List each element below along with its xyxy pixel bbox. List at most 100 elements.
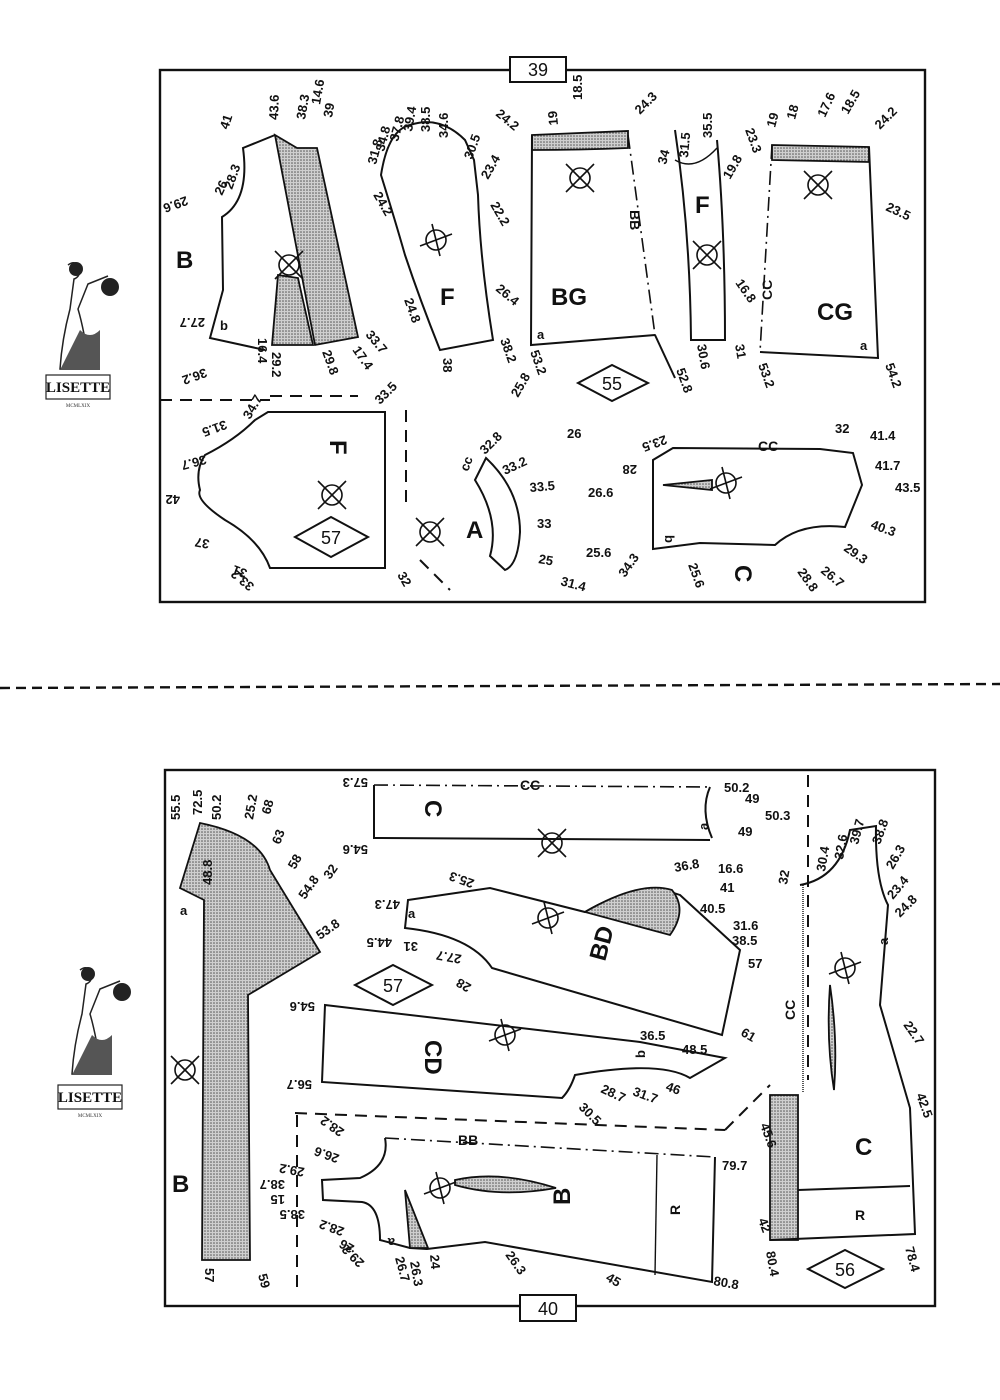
measurement-label: 43.6	[266, 94, 282, 120]
measurement-label: 54.2	[882, 361, 905, 390]
measurement-label: 53.2	[527, 348, 550, 377]
measurement-label: 16.8	[733, 276, 760, 305]
grain-line-label: CC	[520, 777, 540, 793]
measurement-label: 32	[775, 869, 792, 886]
measurement-label: 58	[285, 851, 305, 871]
measurement-label: 17.6	[814, 90, 838, 119]
pattern-line	[271, 273, 315, 346]
measurement-label: 34	[654, 147, 672, 166]
measurement-label: 59	[255, 1272, 273, 1290]
grain-line-label: CC	[782, 1000, 798, 1020]
piece-B-top: B b 41 43.6 38.3 14.6 39 28.3 26 29.6 27…	[161, 78, 390, 388]
size-badge-56: 56	[805, 1248, 886, 1290]
measurement-label: 14.6	[308, 78, 327, 106]
measurement-label: 49	[745, 791, 759, 806]
measurement-label: 46	[664, 1079, 683, 1098]
measurement-label: 25.6	[586, 545, 611, 560]
measurement-label: 41	[217, 113, 236, 131]
grain-crosshair-icon	[423, 1171, 457, 1205]
page-number-top: 39	[528, 60, 548, 80]
pattern-line	[759, 146, 880, 360]
measurement-label: 33.2	[500, 453, 529, 477]
piece-F-bottom: F 34.7 31.5 36.7 42 37 31 33.2 33.5 32	[166, 379, 415, 595]
pattern-line	[662, 479, 713, 491]
measurement-label: 22.7	[901, 1018, 928, 1047]
pattern-line	[273, 133, 360, 347]
measurement-label: 26.7	[392, 1255, 413, 1283]
pattern-line	[373, 785, 711, 841]
measurement-label: 31.4	[559, 573, 588, 594]
measurement-label: 30.6	[694, 343, 713, 371]
measurement-label: 26.4	[493, 281, 523, 309]
measurement-label: a	[387, 1235, 395, 1250]
measurement-label: 32	[320, 861, 341, 881]
grain-crosshair-icon	[565, 163, 595, 193]
grain-crosshair-icon	[170, 1055, 200, 1085]
measurement-label: 38.3	[293, 93, 312, 121]
pattern-line	[320, 1003, 728, 1100]
pattern-line	[654, 1154, 658, 1276]
grain-line-label: R	[855, 1207, 865, 1223]
grain-line-label: CC	[758, 438, 778, 454]
measurement-label: 38	[440, 358, 455, 372]
pattern-line	[575, 363, 651, 403]
measurement-label: 24.3	[632, 89, 661, 118]
pattern-line	[384, 1137, 716, 1158]
piece-BG: BG BB a 24.2 19 18.5 24.3 22.2 53.2 25.8…	[487, 75, 696, 400]
measurement-label: 39.7	[846, 817, 867, 845]
grain-crosshair-icon	[488, 1018, 522, 1052]
piece-label-CD: CD	[419, 1040, 446, 1075]
measurement-label: 31.5	[200, 417, 229, 440]
piece-label-BD: BD	[585, 923, 620, 963]
measurement-label: 16.6	[718, 861, 743, 876]
measurement-label: 38.8	[869, 817, 892, 846]
measurement-label: 26	[336, 1236, 356, 1256]
measurement-label: 24.2	[872, 104, 901, 133]
measurement-label: 50.2	[209, 795, 224, 820]
measurement-label: 38.2	[497, 336, 520, 365]
measurement-label: 57	[202, 1268, 217, 1282]
pattern-line	[704, 786, 713, 839]
pattern-line	[529, 134, 656, 347]
measurement-label: 53.2	[755, 361, 778, 390]
measurement-label: 38.5	[280, 1207, 305, 1222]
measurement-label: 55.5	[168, 795, 183, 820]
measurement-label: 49	[738, 824, 752, 839]
lisette-logo-top: LISETTE MCMLXIX	[45, 262, 119, 409]
measurement-label: 54.6	[290, 999, 315, 1014]
piece-label-C: C	[855, 1134, 872, 1161]
grain-crosshair-icon	[317, 480, 347, 510]
measurement-label: 26	[211, 178, 231, 197]
pattern-line	[72, 1035, 112, 1075]
pattern-line	[45, 374, 111, 400]
piece-label-F: F	[440, 284, 455, 311]
pattern-line	[674, 129, 727, 341]
measurement-label: 41	[720, 880, 734, 895]
pattern-line	[759, 144, 773, 353]
measurement-label: 29.3	[841, 540, 870, 567]
pattern-line	[292, 515, 371, 559]
grain-crosshair-icon	[692, 240, 722, 270]
pattern-line	[771, 144, 870, 163]
grain-line-label: CC	[759, 280, 775, 300]
measurement-label: 33.5	[372, 379, 401, 408]
measurement-label: 39.4	[400, 104, 419, 132]
measurement-label: 38.7	[260, 1177, 285, 1192]
grain-crosshair-icon	[537, 828, 567, 858]
piece-label-B: B	[172, 1171, 189, 1198]
svg-text:55: 55	[602, 374, 622, 394]
pattern-line	[674, 147, 718, 165]
pattern-line	[197, 411, 386, 569]
measurement-label: 52.8	[673, 366, 696, 395]
pattern-line	[724, 1084, 771, 1131]
measurement-label: 36.7	[180, 452, 208, 473]
measurement-label: 28	[453, 975, 473, 995]
grain-crosshair-icon	[709, 466, 743, 500]
page-number-box-top	[509, 56, 567, 83]
piece-label-B: B	[176, 247, 193, 274]
measurement-label: 38.5	[418, 107, 433, 132]
measurement-label: 26.6	[312, 1144, 341, 1167]
measurement-label: 18	[783, 103, 801, 121]
bottom-pattern-sheet: 40 B a 55.5 72.5 50.2 25.2 68 63 58 54.8…	[163, 768, 937, 1322]
